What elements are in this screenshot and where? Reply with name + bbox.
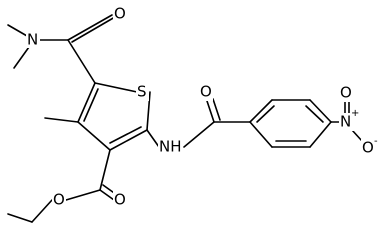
atom-o-ester-ether: O xyxy=(52,191,66,209)
svg-text:+: + xyxy=(351,108,359,119)
bond-benzamide-co-2 xyxy=(212,98,221,121)
svg-text:O: O xyxy=(114,191,126,209)
svg-text:O: O xyxy=(53,191,65,209)
svg-text:S: S xyxy=(137,83,147,101)
bond-ester-c-o-ether xyxy=(65,189,101,201)
bond-ester-c-o-1 xyxy=(99,189,115,201)
bond-nh-co xyxy=(183,121,215,148)
bond-c2-methyl xyxy=(44,117,79,123)
svg-text:N: N xyxy=(340,113,351,131)
svg-text:-: - xyxy=(374,136,378,147)
bond-ether-ethyl-1 xyxy=(31,199,53,223)
svg-text:O: O xyxy=(340,84,352,102)
bond-ether-ethyl-2 xyxy=(7,213,33,223)
atom-nh-linker: NH xyxy=(158,138,183,156)
svg-text:O: O xyxy=(200,83,212,101)
bond-ring-c3-c2 xyxy=(77,121,111,151)
bond-layer xyxy=(7,14,363,223)
bond-benz-3 xyxy=(309,99,332,123)
bond-ring-c1-s xyxy=(94,82,138,93)
atom-o-benzamide: O xyxy=(199,83,213,101)
bond-benz-3-inner xyxy=(305,105,324,123)
atom-s-thiophene: S xyxy=(136,83,149,101)
bond-c4-nh xyxy=(146,129,160,148)
bond-benz-4 xyxy=(309,121,332,148)
bond-amide-c-ring xyxy=(67,39,96,84)
svg-text:NH: NH xyxy=(159,138,182,156)
svg-text:N: N xyxy=(27,31,38,49)
bond-amide-c-o-2 xyxy=(71,16,116,43)
atom-o-nitro-right: O - xyxy=(361,136,378,157)
bond-amide-c-o-1 xyxy=(67,14,113,41)
svg-text:O: O xyxy=(114,5,126,23)
bond-ring-c4-c3-inner xyxy=(109,126,142,144)
bond-ring-c1-c2-inner xyxy=(83,88,99,122)
atom-o-nitro-top: O xyxy=(339,84,353,102)
bond-nitro-o-right xyxy=(351,129,363,142)
bond-ring-c1-c2 xyxy=(77,82,96,123)
atom-o-dimethylamide: O xyxy=(113,4,127,23)
atom-o-ester-carbonyl: O xyxy=(113,191,127,209)
svg-text:O: O xyxy=(362,139,374,157)
bond-benz-1-inner xyxy=(256,105,275,123)
bond-benz-6 xyxy=(249,121,273,148)
bond-ring-s-c4 xyxy=(146,91,151,131)
bond-ring-c4-c3 xyxy=(109,129,148,151)
bond-benzamide-co-1 xyxy=(206,100,215,123)
bond-c3-ester-c xyxy=(99,149,111,191)
bond-benz-1 xyxy=(249,99,273,123)
atom-n-dimethylamide: N xyxy=(26,30,40,49)
atom-n-nitro: N + xyxy=(339,108,359,131)
